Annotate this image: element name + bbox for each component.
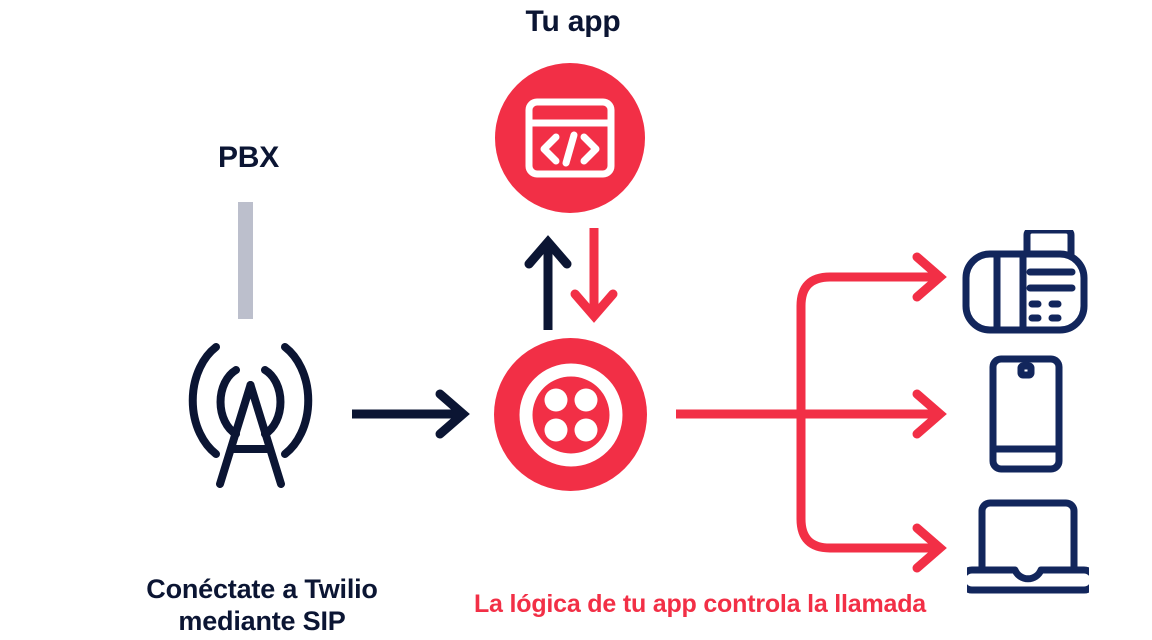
label-connect-sip-line1: Conéctate a Twilio bbox=[146, 574, 378, 604]
label-your-app: Tu app bbox=[0, 4, 1152, 39]
label-your-app-text: Tu app bbox=[525, 5, 621, 38]
node-your-app[interactable] bbox=[495, 63, 645, 213]
pbx-stem-divider bbox=[238, 202, 253, 319]
arrow-twilio-to-desk-phone bbox=[796, 252, 947, 414]
laptop-icon bbox=[958, 499, 1098, 594]
code-window-icon bbox=[525, 98, 615, 178]
label-app-logic: La lógica de tu app controla la llamada bbox=[473, 590, 927, 618]
label-pbx: PBX bbox=[218, 141, 280, 174]
node-laptop[interactable] bbox=[958, 498, 1098, 596]
mobile-phone-icon bbox=[989, 355, 1063, 473]
arrow-twilio-to-mobile bbox=[912, 389, 947, 439]
arrow-pbx-to-twilio bbox=[352, 389, 470, 439]
node-twilio[interactable] bbox=[494, 338, 647, 491]
arrow-twilio-to-app bbox=[524, 235, 572, 330]
desk-phone-icon bbox=[962, 226, 1088, 334]
node-mobile-phone[interactable] bbox=[988, 355, 1064, 473]
antenna-tower-icon bbox=[188, 343, 313, 488]
node-desk-phone[interactable] bbox=[960, 226, 1090, 335]
node-pbx-antenna[interactable] bbox=[178, 337, 323, 492]
arrow-twilio-to-laptop bbox=[796, 414, 947, 573]
label-connect-sip-line2: mediante SIP bbox=[178, 605, 346, 636]
arrow-app-to-twilio bbox=[570, 228, 618, 323]
label-connect-sip: Conéctate a Twilio mediante SIP bbox=[40, 574, 484, 638]
twilio-logo-icon bbox=[519, 363, 622, 466]
